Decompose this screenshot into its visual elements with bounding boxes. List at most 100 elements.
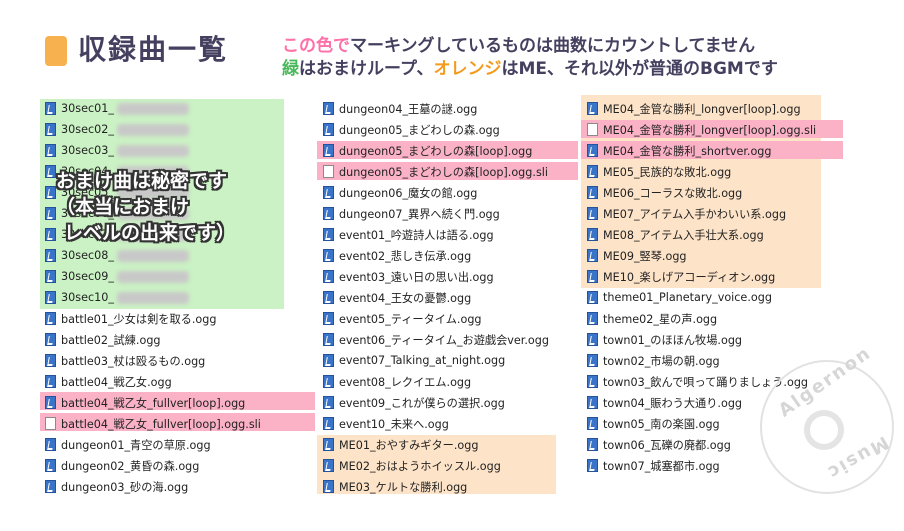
file-list-item[interactable]: town01_のほほん牧場.ogg bbox=[587, 329, 742, 350]
media-audio-icon bbox=[587, 354, 598, 367]
file-list-item[interactable]: ME10_楽しげアコーディオン.ogg bbox=[587, 266, 775, 287]
file-list-item[interactable]: town03_飲んで唄って踊りましょう.ogg bbox=[587, 371, 808, 392]
media-audio-icon bbox=[587, 249, 598, 262]
file-list-item[interactable]: dungeon02_黄昏の森.ogg bbox=[45, 455, 199, 476]
file-list-item[interactable]: dungeon03_砂の海.ogg bbox=[45, 476, 188, 497]
file-list-item[interactable]: theme02_星の声.ogg bbox=[587, 308, 717, 329]
file-list-item[interactable]: town06_瓦礫の廃都.ogg bbox=[587, 434, 731, 455]
file-name: event04_王女の憂鬱.ogg bbox=[339, 291, 472, 305]
file-list-item[interactable]: 30sec07_ bbox=[45, 224, 189, 245]
redacted-title bbox=[116, 144, 189, 157]
file-name: ME05_民族的な敗北.ogg bbox=[603, 165, 732, 179]
media-audio-icon bbox=[45, 270, 56, 283]
media-audio-icon bbox=[323, 102, 334, 115]
file-name: event06_ティータイム_お遊戯会ver.ogg bbox=[339, 333, 549, 347]
file-list-item[interactable]: ME04_金管な勝利_longver[loop].ogg.sli bbox=[587, 119, 816, 140]
file-list-item[interactable]: battle02_試練.ogg bbox=[45, 329, 161, 350]
file-name: town06_瓦礫の廃都.ogg bbox=[603, 438, 731, 452]
file-name: dungeon05_まどわしの森[loop].ogg bbox=[339, 144, 533, 158]
file-name: event03_遠い日の思い出.ogg bbox=[339, 270, 494, 284]
media-audio-icon bbox=[587, 417, 598, 430]
file-name: 30sec05_ bbox=[61, 186, 114, 199]
file-name: ME04_金管な勝利_shortver.ogg bbox=[603, 144, 772, 158]
file-list-item[interactable]: 30sec08_ bbox=[45, 245, 189, 266]
file-list-item[interactable]: 30sec05_ bbox=[45, 182, 189, 203]
file-list-item[interactable]: dungeon07_異界へ続く門.ogg bbox=[323, 203, 500, 224]
file-list-item[interactable]: 30sec09_ bbox=[45, 266, 189, 287]
uncounted-highlight bbox=[40, 392, 315, 410]
file-list-item[interactable]: ME04_金管な勝利_longver[loop].ogg bbox=[587, 98, 801, 119]
file-name: dungeon06_魔女の館.ogg bbox=[339, 186, 478, 200]
file-list-item[interactable]: ME09_竪琴.ogg bbox=[587, 245, 687, 266]
file-list-item[interactable]: 30sec06_ bbox=[45, 203, 189, 224]
file-name: dungeon07_異界へ続く門.ogg bbox=[339, 207, 500, 221]
file-list-item[interactable]: event02_悲しき伝承.ogg bbox=[323, 245, 471, 266]
file-list-item[interactable]: event04_王女の憂鬱.ogg bbox=[323, 287, 471, 308]
file-list-item[interactable]: event10_未来へ.ogg bbox=[323, 413, 449, 434]
file-list-item[interactable]: battle03_杖は殴るもの.ogg bbox=[45, 350, 205, 371]
file-list-item[interactable]: event07_Talking_at_night.ogg bbox=[323, 350, 505, 371]
media-audio-icon bbox=[587, 270, 598, 283]
file-list-item[interactable]: ME04_金管な勝利_shortver.ogg bbox=[587, 140, 772, 161]
file-list-item[interactable]: 30sec03_ bbox=[45, 140, 189, 161]
media-audio-icon bbox=[323, 123, 334, 136]
file-list-item[interactable]: event01_吟遊詩人は語る.ogg bbox=[323, 224, 494, 245]
file-name: town07_城塞都市.ogg bbox=[603, 459, 720, 473]
file-list-item[interactable]: battle04_戦乙女_fullver[loop].ogg.sli bbox=[45, 413, 261, 434]
file-list-item[interactable]: ME08_アイテム入手壮大系.ogg bbox=[587, 224, 764, 245]
legend-note1-text: マーキングしているものは曲数にカウントしてません bbox=[350, 36, 756, 56]
file-list-item[interactable]: ME02_おはようホイッスル.ogg bbox=[323, 455, 501, 476]
file-name: 30sec03_ bbox=[61, 144, 114, 157]
file-list-item[interactable]: ME01_おやすみギター.ogg bbox=[323, 434, 478, 455]
file-name: dungeon01_青空の草原.ogg bbox=[61, 438, 211, 452]
file-list-item[interactable]: ME06_コーラスな敗北.ogg bbox=[587, 182, 742, 203]
file-name: battle04_戦乙女.ogg bbox=[61, 375, 172, 389]
file-list-item[interactable]: dungeon05_まどわしの森[loop].ogg bbox=[323, 140, 532, 161]
file-list-item[interactable]: 30sec10_ bbox=[45, 287, 189, 308]
media-audio-icon bbox=[323, 144, 334, 157]
file-list-item[interactable]: event09_これが僕らの選択.ogg bbox=[323, 392, 505, 413]
media-audio-icon bbox=[45, 480, 56, 493]
file-name: 30sec10_ bbox=[61, 291, 114, 304]
file-list-item[interactable]: battle01_少女は剣を取る.ogg bbox=[45, 308, 216, 329]
file-list-item[interactable]: ME07_アイテム入手かわいい系.ogg bbox=[587, 203, 786, 224]
media-audio-icon bbox=[323, 312, 334, 325]
legend-note-line2: 緑はおまけループ、オレンジはME、それ以外が普通のBGMです bbox=[282, 54, 778, 79]
file-name: battle02_試練.ogg bbox=[61, 333, 161, 347]
file-list-item[interactable]: dungeon05_まどわしの森[loop].ogg.sli bbox=[323, 161, 548, 182]
file-name: theme01_Planetary_voice.ogg bbox=[603, 291, 772, 304]
file-list-item[interactable]: town05_南の楽園.ogg bbox=[587, 413, 720, 434]
media-audio-icon bbox=[587, 312, 598, 325]
media-audio-icon bbox=[45, 375, 56, 388]
file-list-item[interactable]: 30sec02_ bbox=[45, 119, 189, 140]
file-list-item[interactable]: ME03_ケルトな勝利.ogg bbox=[323, 476, 467, 497]
secret-note-line1: おまけ曲は秘密です bbox=[56, 170, 228, 192]
file-list-item[interactable]: town04_賑わう大通り.ogg bbox=[587, 392, 742, 413]
file-name: 30sec06_ bbox=[61, 207, 114, 220]
file-list-item[interactable]: dungeon06_魔女の館.ogg bbox=[323, 182, 477, 203]
file-list-item[interactable]: theme01_Planetary_voice.ogg bbox=[587, 287, 772, 308]
file-list-item[interactable]: dungeon01_青空の草原.ogg bbox=[45, 434, 211, 455]
file-list-item[interactable]: event08_レクイエム.ogg bbox=[323, 371, 471, 392]
media-audio-icon bbox=[45, 144, 56, 157]
media-audio-icon bbox=[45, 438, 56, 451]
file-list-item[interactable]: event06_ティータイム_お遊戯会ver.ogg bbox=[323, 329, 549, 350]
file-list-item[interactable]: dungeon04_王墓の謎.ogg bbox=[323, 98, 477, 119]
file-list-item[interactable]: dungeon05_まどわしの森.ogg bbox=[323, 119, 500, 140]
file-list-item[interactable]: 30sec04_ bbox=[45, 161, 189, 182]
file-list-item[interactable]: 30sec01_ bbox=[45, 98, 189, 119]
file-name: battle04_戦乙女_fullver[loop].ogg bbox=[61, 396, 246, 410]
file-list-item[interactable]: town07_城塞都市.ogg bbox=[587, 455, 720, 476]
file-list-item[interactable]: battle04_戦乙女.ogg bbox=[45, 371, 172, 392]
file-name: 30sec08_ bbox=[61, 249, 114, 262]
file-list-item[interactable]: event03_遠い日の思い出.ogg bbox=[323, 266, 494, 287]
media-audio-icon bbox=[45, 102, 56, 115]
file-list-item[interactable]: ME05_民族的な敗北.ogg bbox=[587, 161, 731, 182]
media-audio-icon bbox=[587, 186, 598, 199]
file-name: event02_悲しき伝承.ogg bbox=[339, 249, 472, 263]
file-list-item[interactable]: event05_ティータイム.ogg bbox=[323, 308, 482, 329]
media-audio-icon bbox=[45, 459, 56, 472]
file-list-item[interactable]: battle04_戦乙女_fullver[loop].ogg bbox=[45, 392, 245, 413]
secret-note: おまけ曲は秘密です （本当におまけ レベルの出来です） bbox=[56, 168, 235, 246]
file-list-item[interactable]: town02_市場の朝.ogg bbox=[587, 350, 720, 371]
